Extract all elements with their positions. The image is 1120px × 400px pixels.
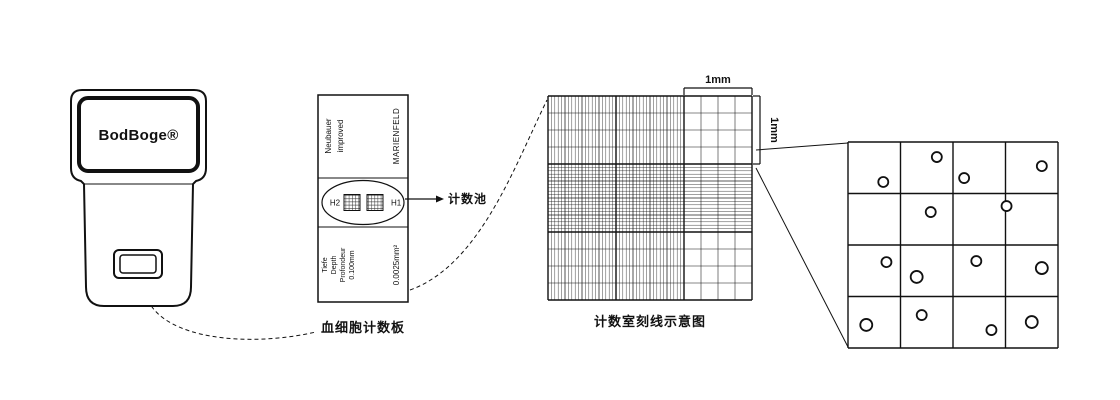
- board-depth-line2: Depth: [331, 256, 338, 275]
- device-slide-slot-inner: [119, 254, 157, 274]
- magnification-lines: [755, 142, 849, 348]
- board-brand-line2: improved: [336, 120, 345, 153]
- chamber-grid-h1: [366, 194, 384, 211]
- neubauer-grid-lines: [547, 95, 753, 301]
- cell-dot: [915, 309, 928, 321]
- counter-device: BodBoge®: [70, 89, 207, 307]
- cell-dot: [1000, 200, 1013, 212]
- cell-dot: [930, 151, 943, 163]
- zoomed-square: [847, 141, 1059, 349]
- device-screen: [77, 96, 200, 173]
- board-depth-line4: 0.100mm: [349, 250, 356, 279]
- grid-caption: 计数室刻线示意图: [594, 314, 706, 329]
- zoom-grid-lines: [847, 141, 1059, 349]
- device-brand-logo: BodBoge®: [98, 127, 178, 144]
- magnify-line-bottom: [755, 167, 849, 348]
- board-maker-label: MARIENFELD: [392, 108, 401, 165]
- chamber-ellipse: [321, 179, 405, 226]
- board-depth-line3: Profondeur: [340, 247, 347, 282]
- cell-dot: [1035, 160, 1048, 173]
- board-caption: 血细胞计数板: [321, 320, 405, 335]
- cell-dot: [1024, 315, 1039, 329]
- cell-dot: [985, 324, 998, 336]
- pointer-arrowhead-icon: [436, 195, 444, 203]
- cell-dot: [1034, 261, 1049, 275]
- cell-dot: [880, 256, 893, 268]
- cell-dot: [924, 206, 937, 218]
- device-to-board-dashed-connector: [147, 299, 317, 340]
- pointer-label: 计数池: [448, 191, 487, 206]
- cell-dot: [970, 255, 983, 267]
- cell-dot: [958, 172, 971, 184]
- board-brand-line1: Neubauer: [324, 118, 333, 153]
- right-dimension-bracket: 1mm: [753, 95, 780, 165]
- neubauer-grid: 1mm 1mm 计数室刻线示意图: [547, 74, 780, 329]
- board-area-label: 0.0025mm²: [392, 244, 401, 285]
- cell-dot: [859, 318, 874, 332]
- right-dimension-label: 1mm: [768, 117, 780, 143]
- chamber-grid-h2: [343, 194, 361, 211]
- top-dimension-label: 1mm: [705, 74, 731, 86]
- magnify-line-top: [755, 142, 849, 151]
- cell-dots: [859, 151, 1049, 336]
- board-to-grid-dashed-connector: [409, 99, 548, 291]
- flow-connectors: [147, 99, 548, 340]
- cell-dot: [877, 176, 890, 188]
- chamber-h2-label: H2: [330, 199, 341, 208]
- cell-dot: [909, 270, 924, 284]
- chamber-h1-label: H1: [391, 199, 402, 208]
- top-dimension-bracket: 1mm: [683, 74, 753, 95]
- counting-board: Neubauer improved MARIENFELD H2 H1 Tiefe…: [317, 94, 487, 335]
- board-depth-line1: Tiefe: [322, 257, 329, 272]
